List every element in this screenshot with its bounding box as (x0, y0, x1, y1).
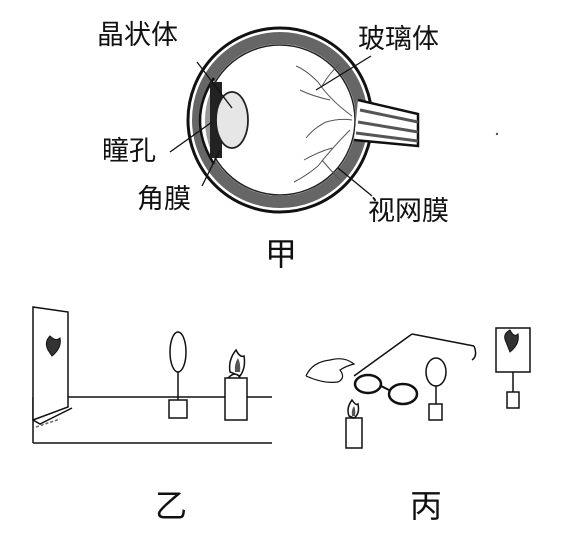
convex-lens-bing (425, 357, 447, 421)
label-cornea: 角膜 (137, 184, 191, 215)
caption-bing: 丙 (410, 487, 443, 525)
label-lens: 晶状体 (97, 20, 178, 51)
screen-board (32, 306, 73, 428)
lens (215, 91, 249, 149)
screen-bing (495, 327, 531, 409)
label-pupil: 瞳孔 (102, 136, 156, 167)
hand (305, 358, 356, 383)
retinal-vessels (293, 63, 353, 183)
convex-lens (168, 331, 188, 419)
label-leaders (169, 55, 373, 197)
caption-yi: 乙 (155, 487, 188, 525)
label-retina: 视网膜 (368, 196, 449, 227)
label-vitreous: 玻璃体 (358, 24, 439, 55)
caption-jia: 甲 (265, 235, 298, 273)
optic-nerve (353, 98, 420, 148)
flame-image-bing (504, 329, 519, 353)
eyeglasses (353, 333, 477, 406)
flame-image (45, 335, 61, 357)
candle-yi (224, 348, 248, 421)
candle-bing (345, 398, 363, 449)
